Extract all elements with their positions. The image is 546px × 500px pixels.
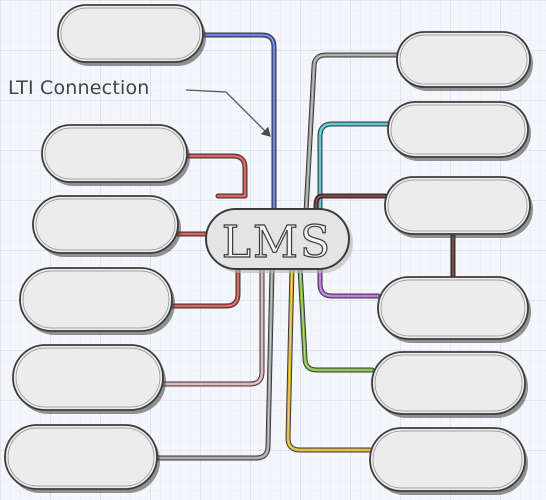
lti-connection-label: LTI Connection bbox=[8, 77, 150, 99]
left-node-inner-outline-4 bbox=[22, 270, 170, 329]
right-node-body-2 bbox=[387, 101, 529, 158]
left-node-inner-outline-6 bbox=[7, 427, 155, 487]
left-connector-highlight-4 bbox=[171, 269, 239, 307]
right-node-body-3 bbox=[384, 176, 531, 235]
hub-shape bbox=[205, 208, 350, 270]
node-right-2[interactable] bbox=[387, 101, 531, 161]
right-connector-6 bbox=[285, 265, 373, 453]
node-left-4[interactable] bbox=[19, 267, 175, 335]
left-connector-5 bbox=[160, 265, 265, 387]
node-left-1[interactable] bbox=[57, 4, 206, 66]
right-connector-highlight-5 bbox=[299, 267, 373, 371]
left-connector-highlight-1 bbox=[202, 34, 275, 216]
right-connector-highlight-2 bbox=[319, 123, 389, 211]
left-node-body-3 bbox=[32, 195, 179, 254]
callout-arrow bbox=[185, 89, 271, 137]
right-node-body-6 bbox=[369, 427, 526, 492]
left-connector-4 bbox=[169, 267, 241, 309]
connector-layer bbox=[154, 32, 456, 461]
right-connector-4 bbox=[317, 265, 381, 299]
node-right-5[interactable] bbox=[371, 351, 528, 418]
right-node-inner-outline-4 bbox=[380, 279, 526, 337]
hub-label: LMS bbox=[222, 217, 332, 268]
right-node-inner-outline-6 bbox=[372, 430, 523, 489]
node-left-5[interactable] bbox=[12, 344, 166, 414]
left-connector-2 bbox=[184, 153, 248, 199]
left-node-inner-outline-1 bbox=[60, 7, 201, 60]
node-left-3[interactable] bbox=[32, 195, 181, 257]
left-node-inner-outline-3 bbox=[35, 198, 176, 251]
left-connector-highlight-5 bbox=[162, 267, 263, 385]
left-node-inner-outline-2 bbox=[44, 127, 185, 180]
node-right-3[interactable] bbox=[384, 176, 533, 238]
right-node-body-1 bbox=[396, 31, 531, 88]
right-connector-highlight-6 bbox=[287, 267, 371, 451]
right-node-inner-outline-5 bbox=[374, 354, 523, 412]
lms-hub[interactable]: LMS bbox=[205, 208, 353, 273]
right-connector-1 bbox=[303, 52, 400, 215]
right-node-inner-outline-1 bbox=[399, 34, 528, 85]
right-node-inner-outline-2 bbox=[390, 104, 526, 155]
node-left-2[interactable] bbox=[41, 124, 190, 186]
left-node-inner-outline-5 bbox=[15, 347, 161, 408]
node-layer bbox=[4, 4, 533, 495]
node-right-4[interactable] bbox=[377, 276, 531, 343]
left-connector-highlight-2 bbox=[186, 155, 246, 197]
right-node-inner-outline-3 bbox=[387, 179, 528, 232]
node-left-6[interactable] bbox=[4, 424, 160, 493]
left-node-body-5 bbox=[12, 344, 164, 411]
left-connector-6 bbox=[154, 267, 275, 461]
right-connector-highlight-1 bbox=[305, 54, 398, 213]
node-right-6[interactable] bbox=[369, 427, 528, 495]
right-connector-2 bbox=[317, 121, 391, 213]
right-node-body-4 bbox=[377, 276, 529, 340]
left-connector-1 bbox=[200, 32, 277, 218]
left-node-body-1 bbox=[57, 4, 204, 63]
left-connector-highlight-6 bbox=[156, 269, 273, 459]
left-node-body-2 bbox=[41, 124, 188, 183]
node-right-1[interactable] bbox=[396, 31, 533, 91]
left-node-body-6 bbox=[4, 424, 158, 490]
right-connector-highlight-4 bbox=[319, 267, 379, 297]
left-node-body-4 bbox=[19, 267, 173, 332]
right-connector-5 bbox=[297, 265, 375, 373]
right-node-body-5 bbox=[371, 351, 526, 415]
